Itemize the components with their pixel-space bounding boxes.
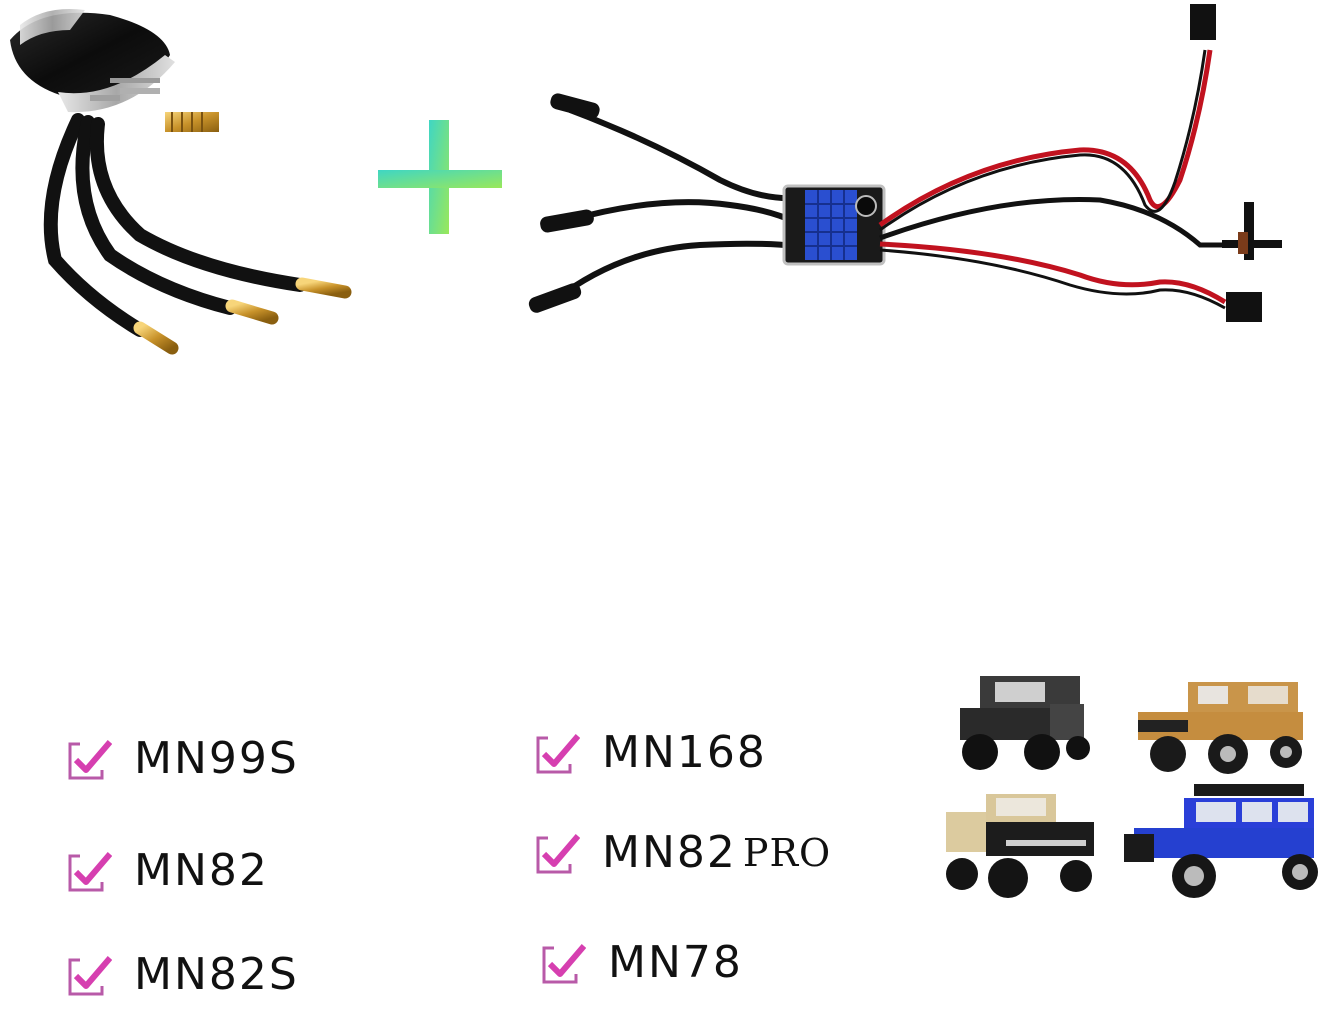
- checkbox-checked-icon: [536, 834, 580, 874]
- model-suffix: PRO: [742, 831, 832, 875]
- checkbox-checked-icon: [68, 956, 112, 996]
- model-item: MN99S: [66, 736, 299, 782]
- checkbox-checked-icon: [536, 734, 580, 774]
- model-name: MN82: [602, 827, 737, 878]
- vehicle-blue-jeep: [1124, 780, 1320, 900]
- model-name: MN99S: [134, 733, 299, 784]
- pickup-icon: [946, 794, 1094, 898]
- model-item: MN82S: [66, 952, 299, 998]
- model-item: MN82 PRO: [534, 830, 831, 876]
- vehicle-tan-suv: [1138, 676, 1308, 776]
- vehicle-beige-pickup: [946, 786, 1096, 898]
- model-item: MN82: [66, 848, 269, 894]
- esc-controller: [520, 0, 1320, 340]
- model-name: MN78: [608, 937, 743, 988]
- model-name: MN82S: [134, 949, 299, 1000]
- suv-icon: [1138, 682, 1303, 774]
- checkbox-checked-icon: [68, 852, 112, 892]
- model-name: MN82: [134, 845, 269, 896]
- jeep-icon: [1124, 784, 1318, 898]
- model-item: MN78: [540, 940, 743, 986]
- plus-icon: [376, 118, 502, 236]
- brushless-motor: [0, 0, 360, 380]
- checkbox-checked-icon: [68, 740, 112, 780]
- vehicle-black-defender: [950, 668, 1090, 778]
- model-name: MN168: [602, 727, 767, 778]
- esc-board-icon: [528, 4, 1282, 322]
- model-item: MN168: [534, 730, 767, 776]
- motor-icon: [10, 9, 352, 355]
- truck-icon: [960, 676, 1090, 770]
- checkbox-checked-icon: [542, 944, 586, 984]
